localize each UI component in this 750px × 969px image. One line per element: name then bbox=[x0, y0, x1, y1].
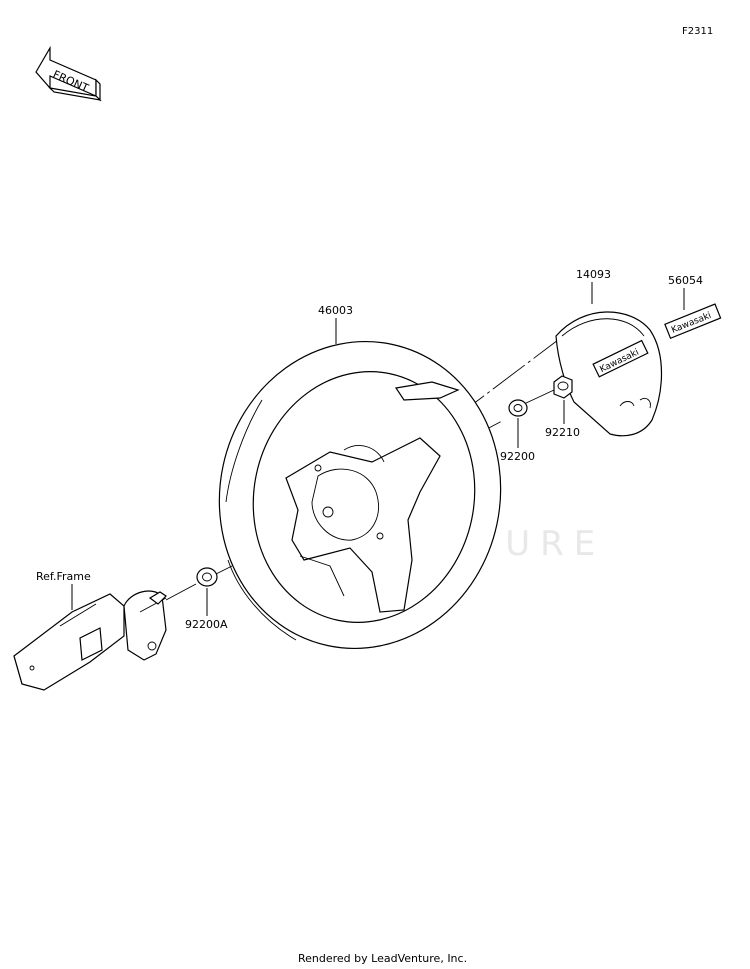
steering-column bbox=[13, 590, 167, 691]
washer bbox=[508, 399, 528, 417]
part-label-56054: 56054 bbox=[668, 274, 703, 287]
cover-badge bbox=[592, 339, 649, 378]
steering-wheel bbox=[218, 340, 502, 650]
footer-credit: Rendered by LeadVenture, Inc. bbox=[298, 952, 467, 965]
part-label-92210: 92210 bbox=[545, 426, 580, 439]
label-leaders bbox=[71, 282, 685, 616]
figure-id: F2311 bbox=[682, 26, 713, 37]
emblem: Kawasaki bbox=[664, 303, 722, 340]
part-label-14093: 14093 bbox=[576, 268, 611, 281]
front-arrow-icon: FRONT bbox=[35, 45, 102, 102]
part-label-46003: 46003 bbox=[318, 304, 353, 317]
washer-a bbox=[196, 567, 218, 587]
part-label-92200a: 92200A bbox=[185, 618, 228, 631]
part-label-92200: 92200 bbox=[500, 450, 535, 463]
nut bbox=[553, 375, 573, 399]
part-label-ref-frame: Ref.Frame bbox=[36, 570, 91, 583]
pad-cover: Kawasaki bbox=[555, 311, 663, 437]
